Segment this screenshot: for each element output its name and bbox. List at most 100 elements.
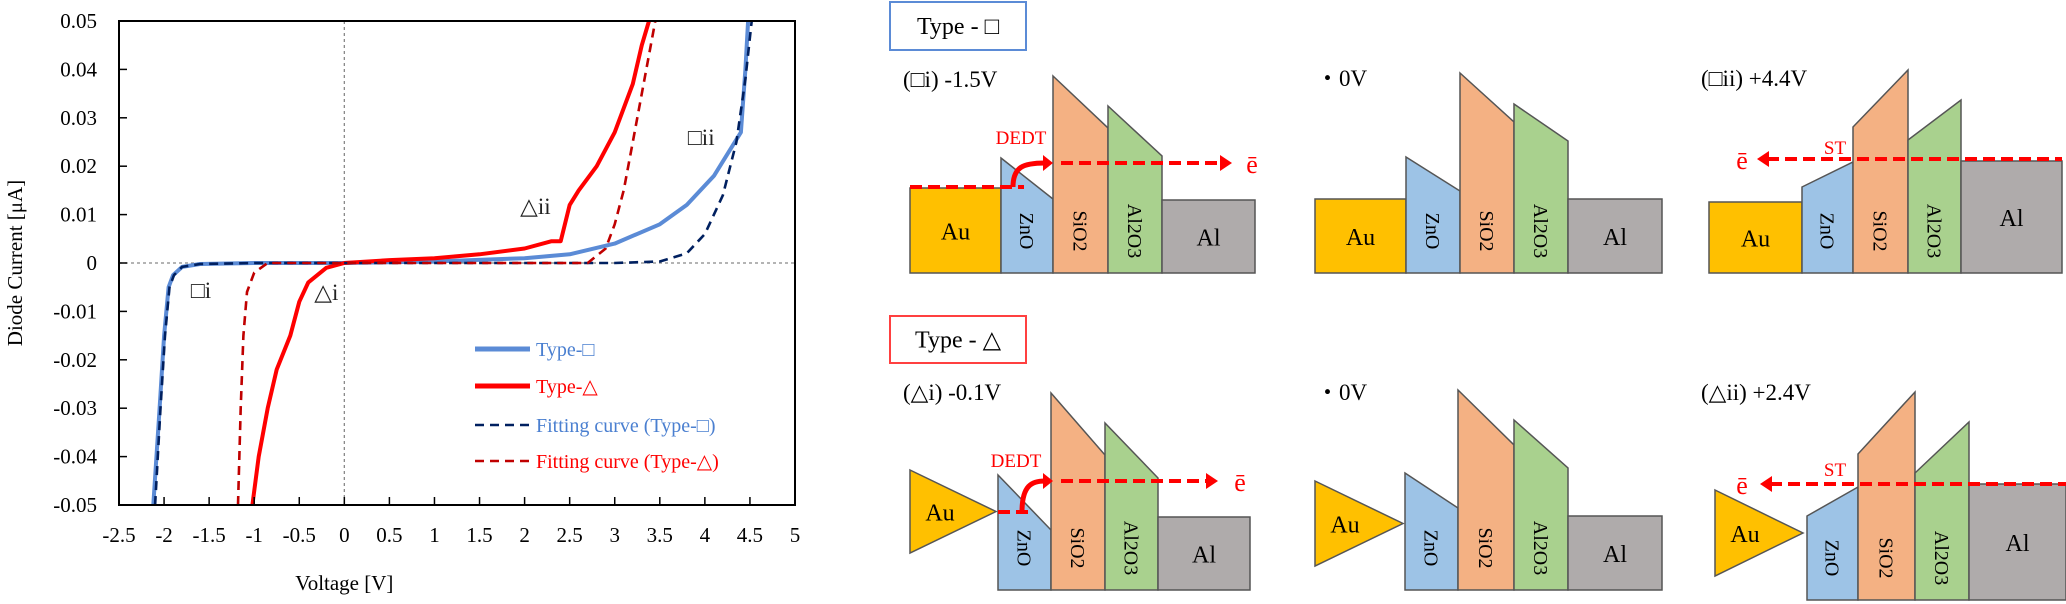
layer-label-Al: Al <box>1603 542 1627 568</box>
x-tick-label: 2 <box>519 523 530 547</box>
panel-label: ・0V <box>1316 66 1368 91</box>
layer-label-SiO2: SiO2 <box>1875 537 1897 578</box>
y-tick-label: -0.04 <box>53 445 97 469</box>
x-tick-label: 3 <box>609 523 620 547</box>
y-tick-label: 0.05 <box>60 9 97 33</box>
layer-label-Au: Au <box>925 501 954 527</box>
layer-label-Au: Au <box>1330 513 1359 539</box>
annotation-label: △ii <box>520 194 550 219</box>
y-tick-label: 0.03 <box>60 106 97 130</box>
electron-symbol: ē <box>1246 150 1258 179</box>
layer-al <box>1157 516 1251 591</box>
layer-label-Al2O3: Al2O3 <box>1923 204 1945 258</box>
arrowhead-icon <box>1757 151 1769 167</box>
y-tick-label: 0.04 <box>60 57 97 81</box>
x-tick-label: -0.5 <box>283 523 316 547</box>
x-tick-label: 0 <box>339 523 350 547</box>
y-tick-label: -0.03 <box>53 396 97 420</box>
tunneling-arrow <box>1010 160 1046 188</box>
type-title-box <box>889 315 1027 364</box>
iv-chart: 0.05 0.04 0.03 0.02 0.01 0 -0.01 -0.02 -0.03 -0.0… <box>3 9 800 595</box>
layer-label-SiO2: SiO2 <box>1066 527 1088 568</box>
layer-au <box>1314 479 1405 568</box>
layer-label-ZnO: ZnO <box>1816 213 1838 250</box>
y-tick-label: -0.02 <box>53 348 97 372</box>
mechanism-label: DEDT <box>991 451 1042 472</box>
mechanism-label: ST <box>1824 138 1847 159</box>
layer-label-ZnO: ZnO <box>1013 530 1035 567</box>
layer-label-Al: Al <box>2006 531 2030 557</box>
type-title-type_triangle: Type - △ <box>889 315 1027 364</box>
arrowhead-icon <box>1206 473 1218 489</box>
annotation-label: □i <box>191 278 211 303</box>
mechanism-label: DEDT <box>996 128 1047 149</box>
layer-label-ZnO: ZnO <box>1420 530 1442 567</box>
layer-label-SiO2: SiO2 <box>1069 210 1091 251</box>
x-tick-label: 1.5 <box>466 523 492 547</box>
layer-label-Al2O3: Al2O3 <box>1930 531 1952 585</box>
panel-label: ・0V <box>1316 380 1368 405</box>
x-tick-label: -1.5 <box>193 523 226 547</box>
x-tick-label: 4.5 <box>737 523 763 547</box>
legend-label: Type-□ <box>536 339 594 361</box>
x-tick-label: 0.5 <box>376 523 402 547</box>
x-tick-label: -1 <box>245 523 263 547</box>
electron-symbol: ē <box>1234 468 1246 497</box>
layer-label-Al2O3: Al2O3 <box>1529 521 1551 575</box>
panel-label: (△i) -0.1V <box>903 380 1002 405</box>
y-axis-title: Diode Current [μA] <box>3 180 27 346</box>
layer-label-Al: Al <box>1192 543 1216 569</box>
electron-symbol: ē <box>1736 471 1748 500</box>
series-line-0 <box>151 20 751 506</box>
arrowhead-icon <box>1220 155 1232 171</box>
layer-label-SiO2: SiO2 <box>1869 210 1891 251</box>
x-tick-label: 4 <box>700 523 711 547</box>
type-title-box <box>889 1 1027 51</box>
layer-label-Au: Au <box>1741 227 1770 253</box>
panel-label: (□i) -1.5V <box>903 67 998 92</box>
panel-label: (□ii) +4.4V <box>1701 66 1807 91</box>
layer-al <box>1161 199 1256 274</box>
layer-label-Al: Al <box>1197 226 1221 252</box>
legend-label: Type-△ <box>536 376 598 398</box>
x-tick-label: 5 <box>790 523 801 547</box>
x-tick-label: 1 <box>429 523 440 547</box>
x-axis-title: Voltage [V] <box>295 571 393 595</box>
y-tick-label: 0 <box>87 251 98 275</box>
layer-label-Al2O3: Al2O3 <box>1529 204 1551 258</box>
y-tick-label: 0.02 <box>60 154 97 178</box>
series-line-1 <box>250 20 651 506</box>
arrowhead-icon <box>1043 473 1053 489</box>
legend: Type-□Type-△Fitting curve (Type-□)Fittin… <box>475 339 719 473</box>
x-tick-label: -2.5 <box>102 523 135 547</box>
x-tick-label: -2 <box>155 523 173 547</box>
y-tick-label: 0.01 <box>60 203 97 227</box>
type-title-type_square: Type - □ <box>889 1 1027 51</box>
layer-label-SiO2: SiO2 <box>1475 210 1497 251</box>
layer-label-Au: Au <box>1346 225 1375 251</box>
x-tick-label: 2.5 <box>557 523 583 547</box>
arrowhead-icon <box>1760 476 1772 492</box>
y-tick-label: -0.01 <box>53 299 97 323</box>
type-title: Type - △ <box>915 328 1002 354</box>
legend-label: Fitting curve (Type-△) <box>536 451 719 473</box>
electron-symbol: ē <box>1736 146 1748 175</box>
x-tick-label: 3.5 <box>647 523 673 547</box>
y-tick-label: -0.05 <box>53 493 97 517</box>
layer-al <box>1567 515 1663 591</box>
type-title: Type - □ <box>917 14 1000 40</box>
layer-au <box>1714 488 1805 578</box>
series-line-2 <box>153 20 753 506</box>
layer-label-ZnO: ZnO <box>1821 540 1843 577</box>
layer-label-SiO2: SiO2 <box>1474 527 1496 568</box>
annotation-label: △i <box>314 280 338 305</box>
layer-label-ZnO: ZnO <box>1015 213 1037 250</box>
